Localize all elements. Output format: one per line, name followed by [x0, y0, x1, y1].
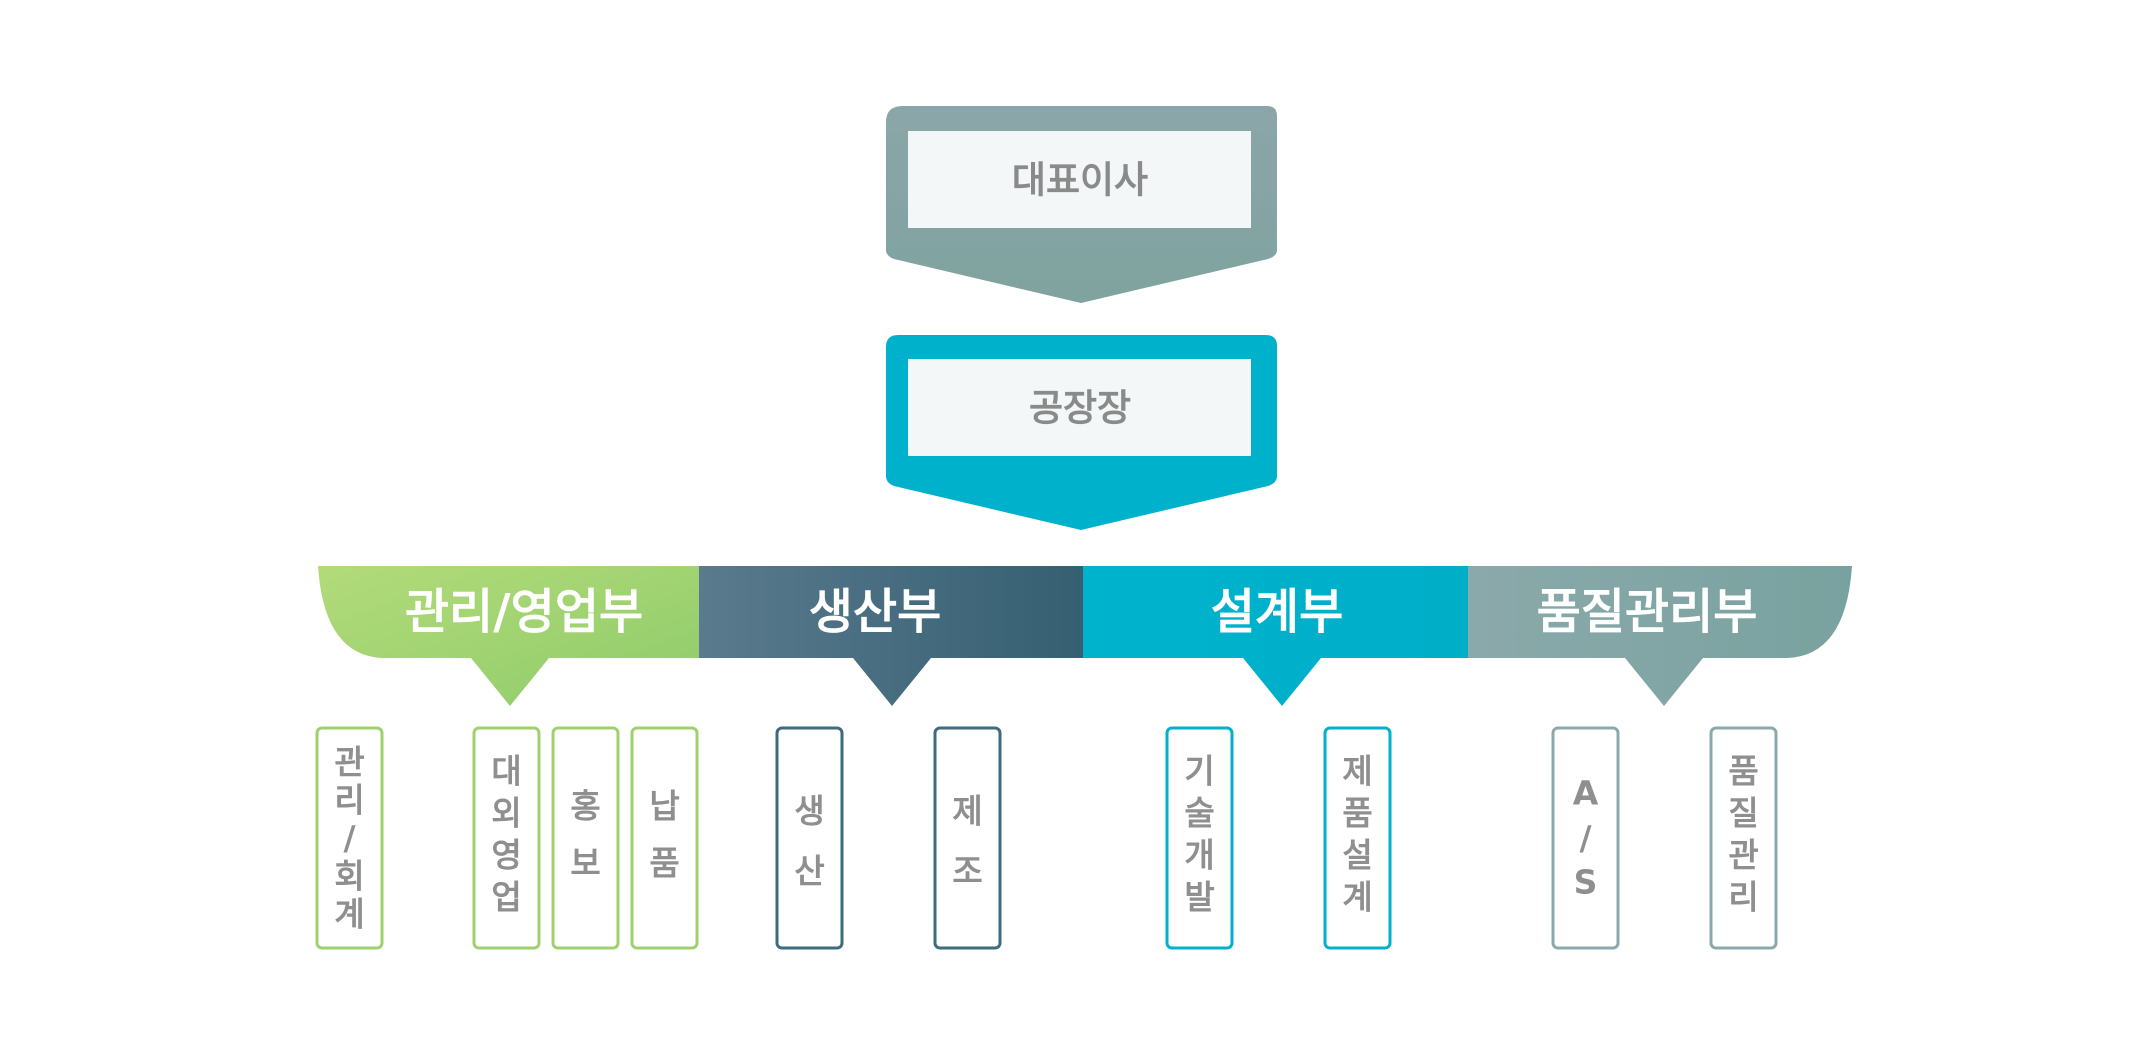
team-char: 개 — [1184, 836, 1214, 875]
ceo-node: 대표이사 — [886, 106, 1277, 303]
ceo-label: 대표이사 — [1012, 159, 1148, 202]
team-box — [1323, 726, 1392, 950]
factory-manager-node: 공장장 — [886, 335, 1277, 530]
team-char: 납 — [649, 787, 679, 826]
team-char: 리 — [1728, 878, 1758, 917]
team-box — [933, 726, 1002, 950]
dept-quality-shape — [1468, 566, 1852, 706]
dept-production-label: 생산부 — [809, 584, 941, 640]
team-char: 보 — [570, 844, 600, 883]
team-char: 계 — [334, 895, 364, 934]
department-design: 설계부 — [1083, 566, 1470, 706]
team-char: / — [1579, 819, 1592, 858]
team-char: 홍 — [570, 787, 600, 826]
team-box — [315, 726, 384, 950]
team-quality-management: 품 질 관 리 — [1709, 726, 1778, 950]
team-char: 조 — [952, 852, 982, 891]
team-char: 외 — [491, 794, 521, 833]
team-box — [1551, 726, 1620, 950]
team-box — [551, 726, 620, 950]
team-char: 계 — [1342, 878, 1372, 917]
team-char: 질 — [1728, 794, 1758, 833]
team-char: 설 — [1342, 836, 1372, 875]
team-char: 품 — [649, 844, 679, 883]
factory-manager-label: 공장장 — [1029, 387, 1131, 430]
team-box — [1709, 726, 1778, 950]
dept-design-label: 설계부 — [1211, 584, 1343, 640]
dept-management-sales-label: 관리/영업부 — [405, 584, 643, 640]
team-boxes: 관 리 / 회 계 대 외 영 업 홍 보 납 품 생 산 — [315, 726, 1778, 950]
team-char: 산 — [794, 852, 824, 891]
team-char: 품 — [1342, 794, 1372, 833]
team-product-design: 제 품 설 계 — [1323, 726, 1392, 950]
team-char: 관 — [334, 743, 364, 782]
team-admin-accounting: 관 리 / 회 계 — [315, 726, 384, 950]
team-char: 제 — [952, 792, 982, 831]
dept-design-shape — [1083, 566, 1470, 706]
team-delivery: 납 품 — [630, 726, 699, 950]
team-char: / — [343, 819, 356, 858]
team-box — [1165, 726, 1234, 950]
dept-quality-label: 품질관리부 — [1537, 584, 1758, 640]
team-char: 영 — [491, 836, 521, 875]
factory-inner-box — [908, 359, 1251, 456]
dept-production-shape — [699, 566, 1085, 706]
department-production: 생산부 — [699, 566, 1085, 706]
team-char: 대 — [491, 752, 521, 791]
department-management-sales: 관리/영업부 — [318, 566, 701, 706]
team-external-sales: 대 외 영 업 — [472, 726, 541, 950]
team-char: 품 — [1728, 752, 1758, 791]
team-char: 생 — [794, 792, 824, 831]
department-quality: 품질관리부 — [1468, 566, 1852, 706]
team-char: 발 — [1184, 878, 1214, 917]
team-char: 기 — [1184, 752, 1214, 791]
team-char: 술 — [1184, 794, 1214, 833]
team-char: 리 — [334, 781, 364, 820]
team-char: 업 — [491, 878, 521, 917]
team-after-service: A / S — [1551, 726, 1620, 950]
team-char: 제 — [1342, 752, 1372, 791]
team-tech-development: 기 술 개 발 — [1165, 726, 1234, 950]
team-char: 관 — [1728, 836, 1758, 875]
team-box — [775, 726, 844, 950]
team-char: S — [1574, 863, 1598, 902]
team-box — [472, 726, 541, 950]
dept-management-sales-shape — [318, 566, 701, 706]
team-char: A — [1573, 774, 1599, 813]
team-production: 생 산 — [775, 726, 844, 950]
team-pr: 홍 보 — [551, 726, 620, 950]
ceo-inner-box — [908, 131, 1251, 228]
team-manufacturing: 제 조 — [933, 726, 1002, 950]
team-char: 회 — [334, 857, 364, 896]
team-box — [630, 726, 699, 950]
